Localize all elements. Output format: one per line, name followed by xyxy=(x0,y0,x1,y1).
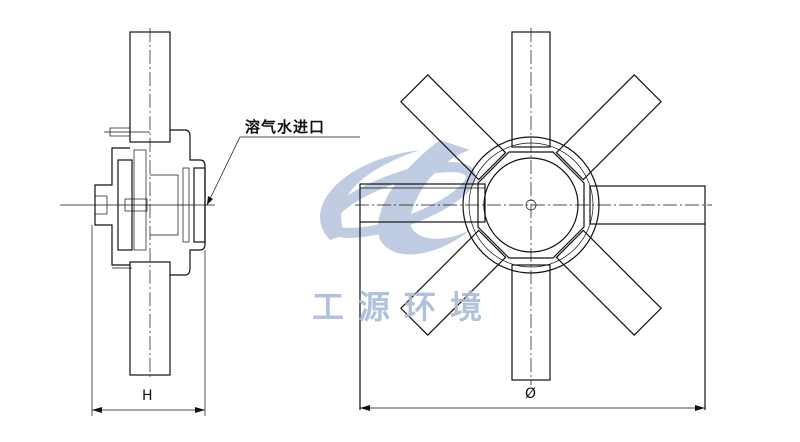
side-view xyxy=(60,28,360,416)
height-dimension-label: H xyxy=(142,388,153,404)
diameter-dimension-label: Ø xyxy=(525,386,537,402)
watermark-logo xyxy=(320,140,476,255)
front-view xyxy=(355,28,712,411)
inlet-label: 溶气水进口 xyxy=(245,118,326,136)
watermark-text: 工源环境 xyxy=(312,288,497,326)
